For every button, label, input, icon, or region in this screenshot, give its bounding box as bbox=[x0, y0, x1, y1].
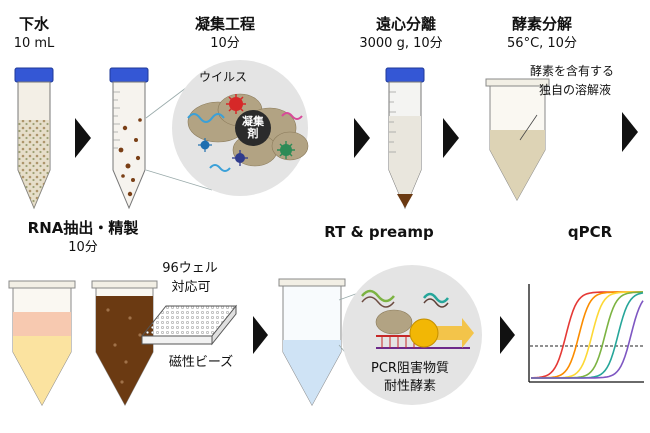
arrow-icon bbox=[253, 316, 268, 354]
beads-microtube-icon bbox=[91, 280, 158, 407]
arrow-icon bbox=[75, 118, 91, 158]
step-centrifuge-conditions: 3000 g, 10分 bbox=[359, 36, 443, 51]
enzyme-microtube-icon bbox=[485, 78, 550, 202]
virus-icon bbox=[232, 150, 248, 166]
plate-label-line2: 対応可 bbox=[171, 280, 211, 295]
amplification-curve bbox=[531, 291, 643, 379]
step-sewage-volume: 10 mL bbox=[13, 36, 55, 51]
inhibitor-label-line2: 耐性酵素 bbox=[383, 379, 436, 394]
amplification-curve bbox=[530, 291, 643, 379]
step-qpcr-title: qPCR bbox=[567, 223, 613, 241]
step-rna-time: 10分 bbox=[68, 240, 98, 255]
inhibitor-label-line1: PCR阻害物質 bbox=[371, 361, 449, 376]
plate-icon bbox=[140, 304, 238, 346]
step-coagulation-time: 10分 bbox=[210, 36, 240, 51]
virus-icon bbox=[277, 141, 295, 159]
step-enzyme-conditions: 56°C, 10分 bbox=[507, 36, 577, 51]
amplification-curves bbox=[530, 291, 644, 379]
direction-arrow-icon bbox=[436, 318, 474, 348]
virus-icon bbox=[198, 138, 212, 152]
dna-icon bbox=[361, 289, 395, 308]
amplification-curve bbox=[531, 291, 643, 379]
coagulation-tube-icon bbox=[109, 67, 149, 210]
virus-label: ウイルス bbox=[198, 70, 247, 84]
coagulant-label: 凝集 剤 bbox=[242, 115, 264, 140]
arrow-icon bbox=[622, 112, 638, 152]
rna-microtube-icon bbox=[8, 280, 76, 407]
step-rt-title: RT & preamp bbox=[324, 223, 434, 241]
step-coagulation-title: 凝集工程 bbox=[194, 15, 255, 33]
sewage-tube-icon bbox=[14, 67, 54, 210]
virus-icon bbox=[226, 94, 246, 114]
qpcr-chart bbox=[528, 284, 644, 383]
step-enzyme-title: 酵素分解 bbox=[511, 15, 572, 33]
enzyme-icon bbox=[409, 318, 439, 348]
arrow-icon bbox=[500, 316, 515, 354]
enzyme-note-line2: 独自の溶解液 bbox=[539, 83, 612, 97]
beads-label: 磁性ビーズ bbox=[168, 355, 234, 370]
dna-icon bbox=[423, 292, 449, 308]
step-rna-title: RNA抽出・精製 bbox=[27, 219, 139, 237]
enzyme-note-line1: 酵素を含有する bbox=[530, 64, 615, 78]
rt-zoom-circle bbox=[342, 265, 482, 405]
amplification-curve bbox=[531, 291, 643, 379]
arrow-icon bbox=[354, 118, 370, 158]
coagulant-icon bbox=[235, 110, 271, 146]
step-centrifuge-title: 遠心分離 bbox=[375, 15, 436, 33]
amplification-curve bbox=[531, 292, 644, 379]
arrow-icon bbox=[443, 118, 459, 158]
rt-microtube-icon bbox=[278, 278, 346, 407]
coagulation-zoom-circle bbox=[172, 60, 309, 196]
centrifuge-tube-icon bbox=[385, 67, 425, 210]
plate-label-line1: 96ウェル bbox=[162, 261, 218, 276]
step-sewage-title: 下水 bbox=[18, 15, 49, 33]
amplification-curve bbox=[531, 300, 644, 379]
